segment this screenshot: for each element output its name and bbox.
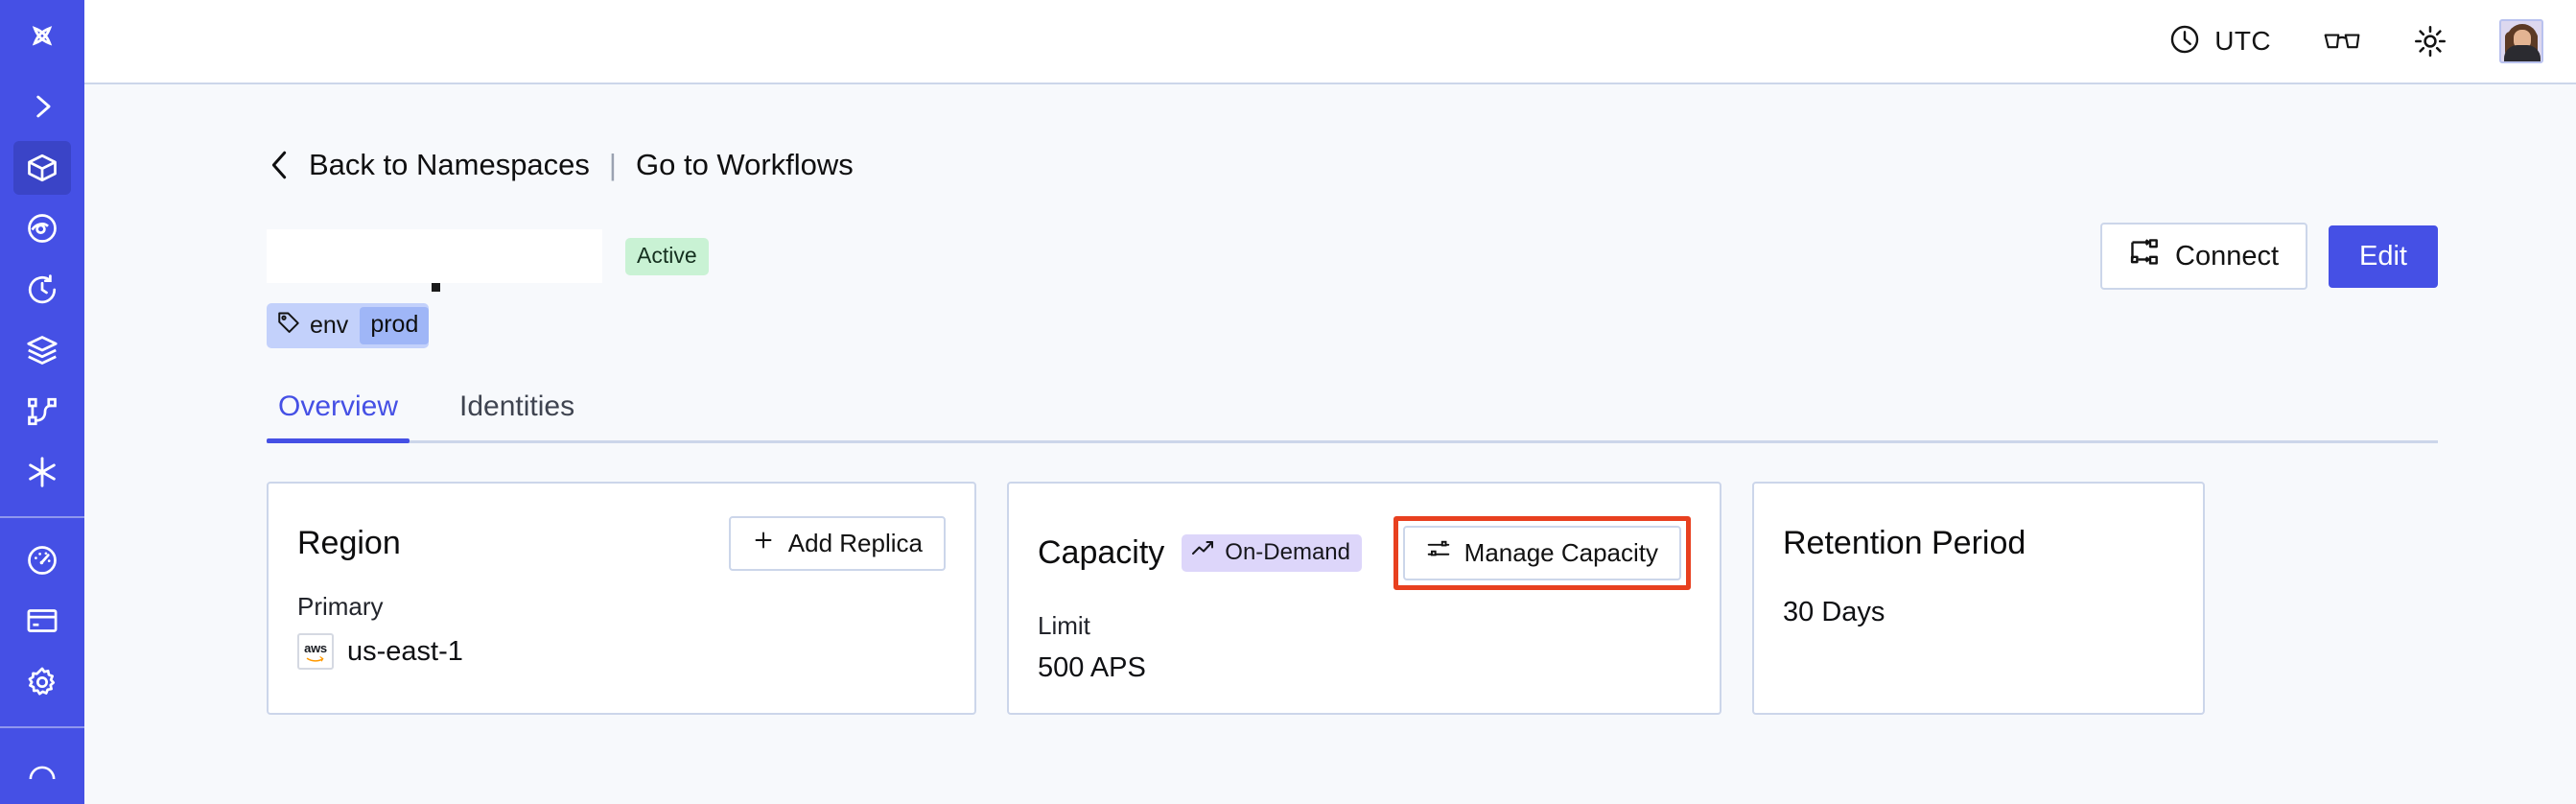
glasses-icon[interactable] [2323,27,2361,56]
region-card: Region Add Replica [267,482,976,715]
sidebar-item-namespaces[interactable] [13,141,71,195]
credit-card-icon [25,603,59,638]
breadcrumb: Back to Namespaces | Go to Workflows [267,148,2438,182]
retention-card-title: Retention Period [1783,524,2026,561]
region-value: us-east-1 [347,635,463,667]
layers-icon [25,333,59,367]
region-card-header: Region Add Replica [297,516,946,571]
tabs: Overview Identities [267,390,2438,443]
connect-flow-icon [2129,238,2160,274]
sidebar-item-stack[interactable] [13,324,71,378]
git-branch-icon [25,394,59,429]
add-replica-button[interactable]: Add Replica [728,516,946,571]
edit-button[interactable]: Edit [2329,225,2438,288]
plus-icon [752,529,775,558]
manage-capacity-label: Manage Capacity [1464,538,1658,567]
avatar[interactable] [2499,19,2543,63]
capacity-card: Capacity On-Demand [1007,482,1721,715]
sidebar-item-schedules[interactable] [13,263,71,317]
connect-button-label: Connect [2175,240,2280,272]
aws-icon: aws [297,633,334,670]
region-value-row: aws us-east-1 [297,633,946,670]
namespace-tags: env prod [267,303,2438,348]
breadcrumb-workflows-link[interactable]: Go to Workflows [635,148,854,181]
region-primary-label: Primary [297,592,384,621]
timezone-selector[interactable]: UTC [2168,23,2271,60]
manage-capacity-highlight: Manage Capacity [1393,516,1691,590]
sidebar-item-observability[interactable] [13,202,71,256]
temporal-logo-icon [23,21,61,59]
content-area: Back to Namespaces | Go to Workflows Act… [84,84,2576,804]
sidebar-item-usage[interactable] [13,533,71,587]
region-card-title: Region [297,525,401,561]
timezone-label: UTC [2214,26,2271,56]
connect-button[interactable]: Connect [2100,223,2308,290]
breadcrumb-back-link[interactable]: Back to Namespaces [309,148,590,181]
clock-history-icon [25,272,59,307]
sidebar-item-workflows[interactable] [13,385,71,438]
on-demand-badge-label: On-Demand [1225,538,1351,565]
help-circle-icon [25,760,59,780]
asterisk-icon [24,454,60,490]
status-badge: Active [625,237,709,275]
gauge-icon [25,543,59,578]
edit-button-label: Edit [2359,240,2407,272]
trending-up-icon [1191,538,1216,566]
sidebar-item-settings[interactable] [13,655,71,709]
add-replica-label: Add Replica [787,529,923,557]
tag-value: prod [360,307,430,344]
tag-chip[interactable]: env prod [267,303,430,348]
eye-icon [25,211,59,246]
sidebar-item-logo[interactable] [13,13,71,67]
capacity-card-title: Capacity [1038,534,1165,571]
retention-card: Retention Period 30 Days [1752,482,2205,715]
clock-icon [2168,23,2201,60]
sidebar-divider-bottom [0,725,84,728]
capacity-card-header: Capacity On-Demand [1038,516,1691,590]
sidebar-item-help[interactable] [13,744,71,797]
capacity-limit-label: Limit [1038,611,1090,640]
breadcrumb-separator: | [608,148,617,181]
cube-icon [25,151,59,185]
topbar: UTC [84,0,2576,84]
retention-card-header: Retention Period [1783,516,2174,570]
sidebar-divider-top [0,516,84,519]
overview-cards: Region Add Replica [267,482,2438,715]
sun-icon[interactable] [2413,24,2447,59]
tag-icon [276,310,301,342]
manage-capacity-button[interactable]: Manage Capacity [1402,526,1681,580]
sidebar-item-nexus[interactable] [13,446,71,500]
tab-identities[interactable]: Identities [459,390,575,422]
topbar-actions: UTC [2168,19,2543,63]
gear-icon [25,665,59,699]
sidebar-item-billing[interactable] [13,595,71,649]
sliders-icon [1426,538,1451,568]
header-actions: Connect Edit [2100,223,2438,290]
main-area: UTC [84,0,2576,804]
redaction-mark [432,283,440,292]
namespace-header: Active [267,223,2438,292]
tab-overview[interactable]: Overview [267,390,410,443]
sidebar [0,0,84,804]
tag-key: env [310,312,349,339]
sidebar-item-expand[interactable] [13,81,71,134]
retention-value: 30 Days [1783,597,1885,627]
chevron-left-icon[interactable] [267,149,292,181]
chevron-right-icon [26,90,59,123]
on-demand-badge: On-Demand [1182,534,1363,572]
namespace-name-redacted [267,229,602,292]
capacity-limit-value: 500 APS [1038,652,1146,683]
